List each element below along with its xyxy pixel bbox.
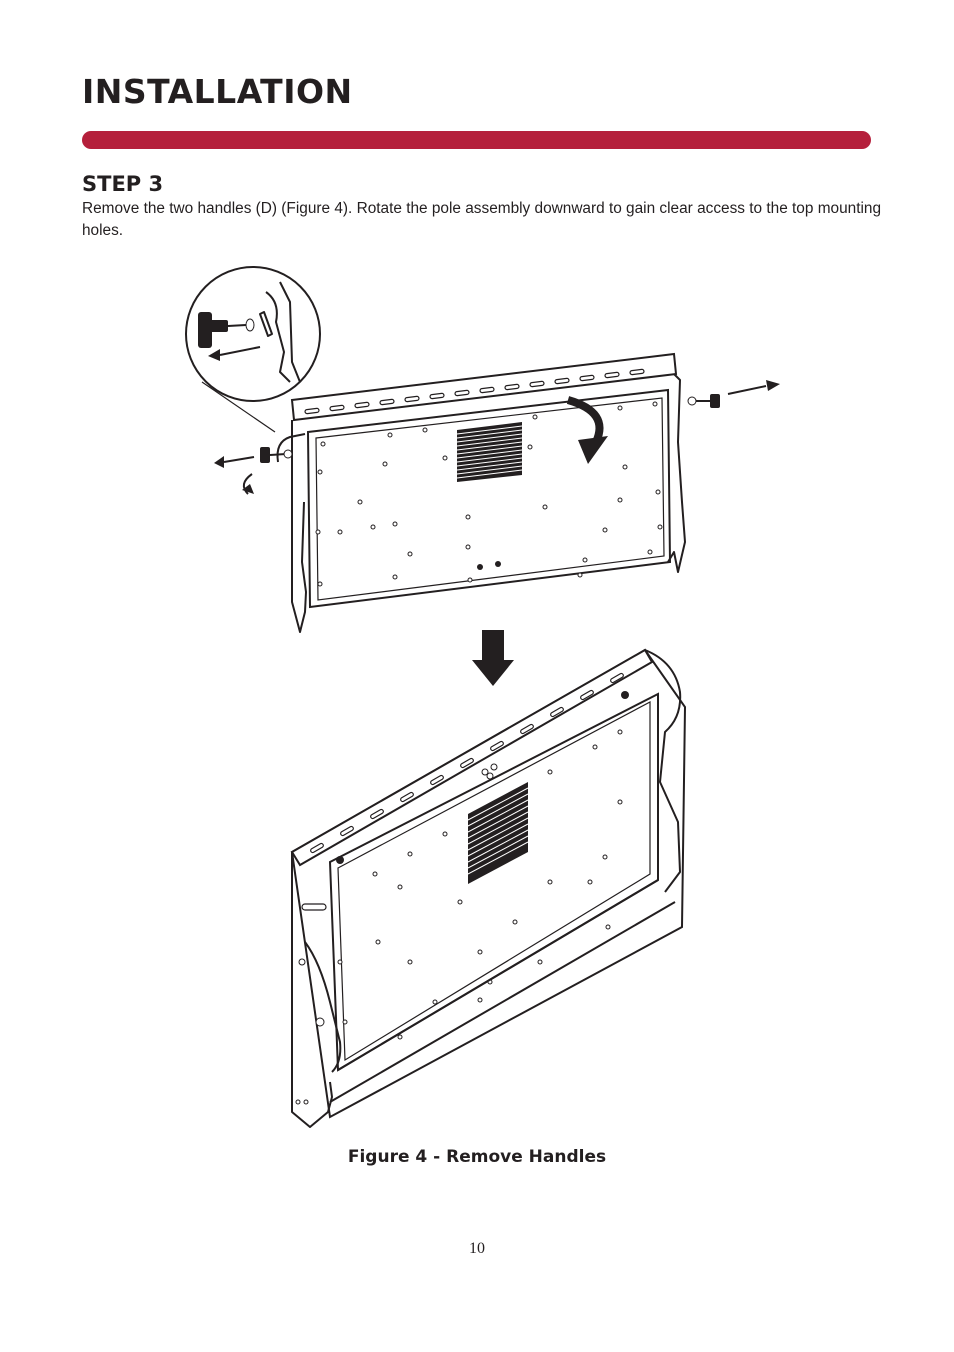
rotated-mounting-holes: [336, 691, 629, 1040]
right-handle-knob: [687, 394, 720, 408]
rail-slots: [304, 368, 645, 415]
figure-4-illustration: [180, 262, 780, 1142]
heater-rotated-diagram: [290, 648, 687, 1128]
left-handle-knob: [260, 447, 293, 463]
step-instruction: Remove the two handles (D) (Figure 4). R…: [82, 200, 882, 239]
page-title: INSTALLATION: [82, 72, 353, 111]
down-arrow: [472, 630, 514, 686]
zoom-detail-bolt: [198, 281, 301, 383]
heater-upright-diagram: [185, 266, 780, 633]
step-heading: STEP 3: [82, 172, 164, 196]
vent-grille: [456, 422, 523, 482]
title-divider: [82, 131, 871, 149]
mounting-holes: [315, 401, 663, 587]
rotated-rail-slots: [310, 672, 624, 854]
page-number: 10: [469, 1240, 485, 1257]
figure-caption: Figure 4 - Remove Handles: [347, 1147, 607, 1167]
